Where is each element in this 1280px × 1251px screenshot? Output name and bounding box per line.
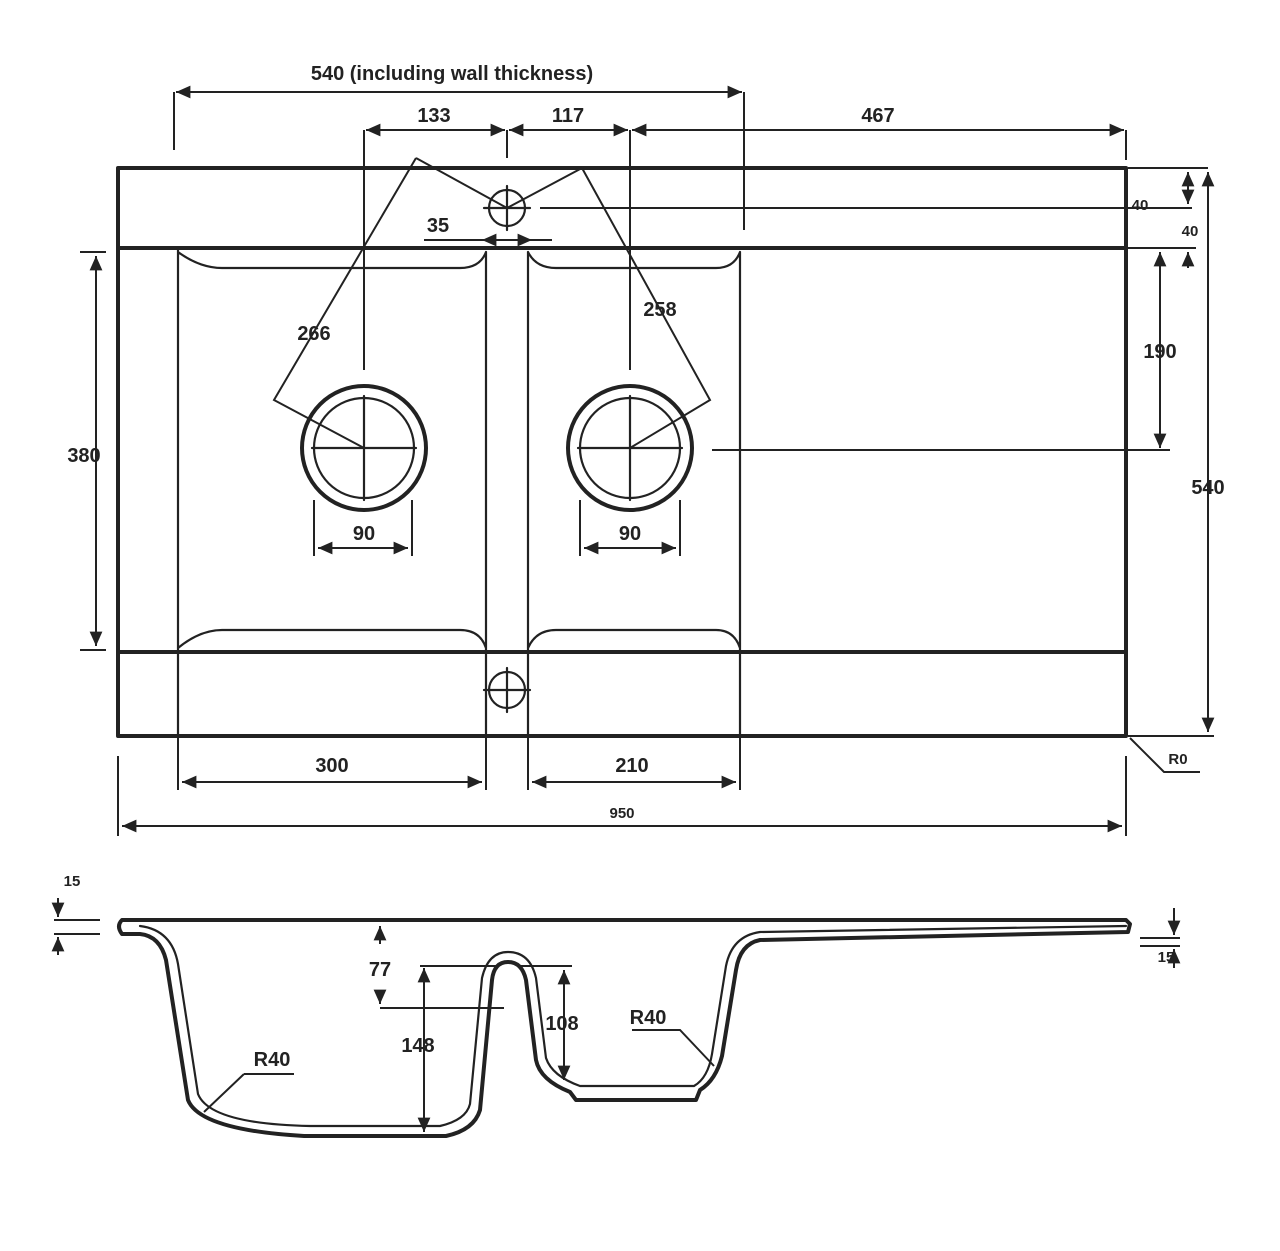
dim-overall-width: 950: [609, 805, 634, 822]
dim-right-bowl-width: 210: [615, 755, 648, 777]
sink-outline: [116, 166, 1128, 738]
dim-overall-depth: 540: [1191, 477, 1224, 499]
right-bowl-outline: [526, 250, 742, 654]
dim-left-waste-diameter: 90: [353, 523, 375, 545]
tap-hole-front: [482, 666, 532, 714]
right-waste-circle: [566, 384, 694, 512]
dim-right-radius: 258: [643, 299, 676, 321]
dim-drainer-slope: 15: [1158, 949, 1175, 966]
dim-overall-depth-note: 540 (including wall thickness): [311, 63, 593, 85]
dim-small-bowl-depth: 108: [545, 1013, 578, 1035]
dim-corner-radius: R0: [1168, 751, 1187, 768]
dim-small-bowl-offset: 77: [369, 959, 391, 981]
dim-right-waste-diameter: 90: [619, 523, 641, 545]
dim-left-bowl-width: 300: [315, 755, 348, 777]
front-rim-details: [176, 650, 742, 738]
dim-right-bottom-radius: R40: [630, 1007, 667, 1029]
dim-large-bowl-depth: 148: [401, 1035, 434, 1057]
dim-bowl-depth: 380: [67, 445, 100, 467]
dim-rim-thickness-top: 40: [1132, 197, 1149, 214]
left-bowl-outline: [176, 248, 488, 654]
section-profile-inner: [138, 924, 1128, 1128]
section-profile-outer: [117, 918, 1132, 1138]
dim-tap-right: 117: [552, 105, 584, 127]
dim-tap-hole-diameter: 35: [427, 215, 449, 237]
plan-view: 540 (including wall thickness) 133 117 4…: [67, 63, 1225, 836]
dim-left-radius: 266: [297, 323, 330, 345]
section-view: 15 77 148 108 R40 R40 15: [51, 873, 1181, 1138]
dim-tap-hole-offset: 40: [1182, 223, 1199, 240]
dim-left-bottom-radius: R40: [254, 1049, 291, 1071]
dim-drainer-length: 467: [861, 105, 894, 127]
dim-tap-left: 133: [417, 105, 450, 127]
dim-waste-center: 190: [1143, 341, 1176, 363]
dim-section-rim-thickness: 15: [64, 873, 81, 890]
